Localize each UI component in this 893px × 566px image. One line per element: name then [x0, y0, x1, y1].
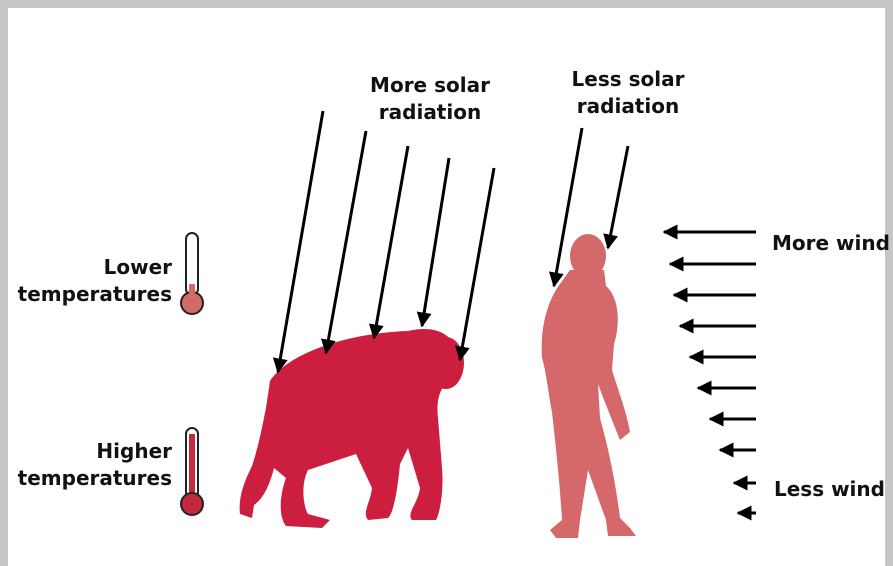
label-lower-temperatures: Lower temperatures [8, 254, 172, 308]
wind-arrows [664, 232, 756, 513]
label-less-wind: Less wind [774, 476, 885, 503]
label-higher-temperatures: Higher temperatures [8, 438, 172, 492]
quadruped-ape-silhouette [240, 329, 464, 528]
label-more-solar-radiation: More solar radiation [360, 72, 500, 126]
diagram-frame: More solar radiation Less solar radiatio… [8, 8, 885, 566]
label-less-solar-radiation: Less solar radiation [564, 66, 692, 120]
thermometer-high-icon [181, 428, 203, 515]
label-more-wind: More wind [772, 230, 890, 257]
thermometer-low-icon [181, 233, 203, 314]
